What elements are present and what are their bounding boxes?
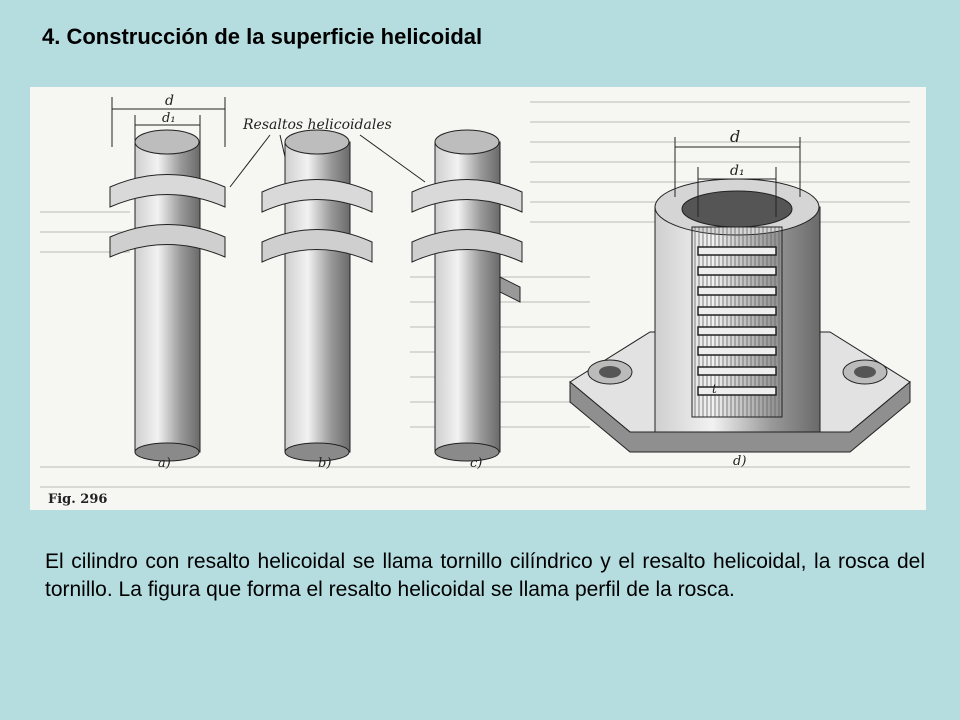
slide-title: 4. Construcción de la superficie helicoi… — [42, 24, 483, 49]
panel-label-a: a) — [158, 456, 171, 471]
panel-label-c: c) — [470, 456, 482, 471]
nut-dim-d1-label: d₁ — [730, 163, 745, 179]
cylinder-c — [411, 129, 523, 462]
dimension-nut — [674, 137, 801, 217]
panel-label-b: b) — [318, 456, 331, 471]
pitch-label: t — [712, 382, 717, 396]
figure-caption: Fig. 296 — [48, 492, 107, 507]
helicoidal-figure: d d₁ Resaltos helicoidales — [30, 87, 926, 510]
dim-d1-label: d₁ — [162, 111, 176, 126]
callout-label: Resaltos helicoidales — [242, 117, 392, 133]
cylinder-a — [109, 129, 226, 462]
nut-d — [569, 178, 911, 453]
slide-paragraph: El cilindro con resalto helicoidal se ll… — [45, 550, 925, 601]
figure-drawing: d d₁ Resaltos helicoidales — [40, 93, 911, 507]
cylinder-b — [261, 129, 373, 462]
nut-dim-d-label: d — [730, 127, 740, 146]
dim-d-label: d — [165, 93, 174, 109]
panel-label-d: d) — [733, 454, 746, 469]
